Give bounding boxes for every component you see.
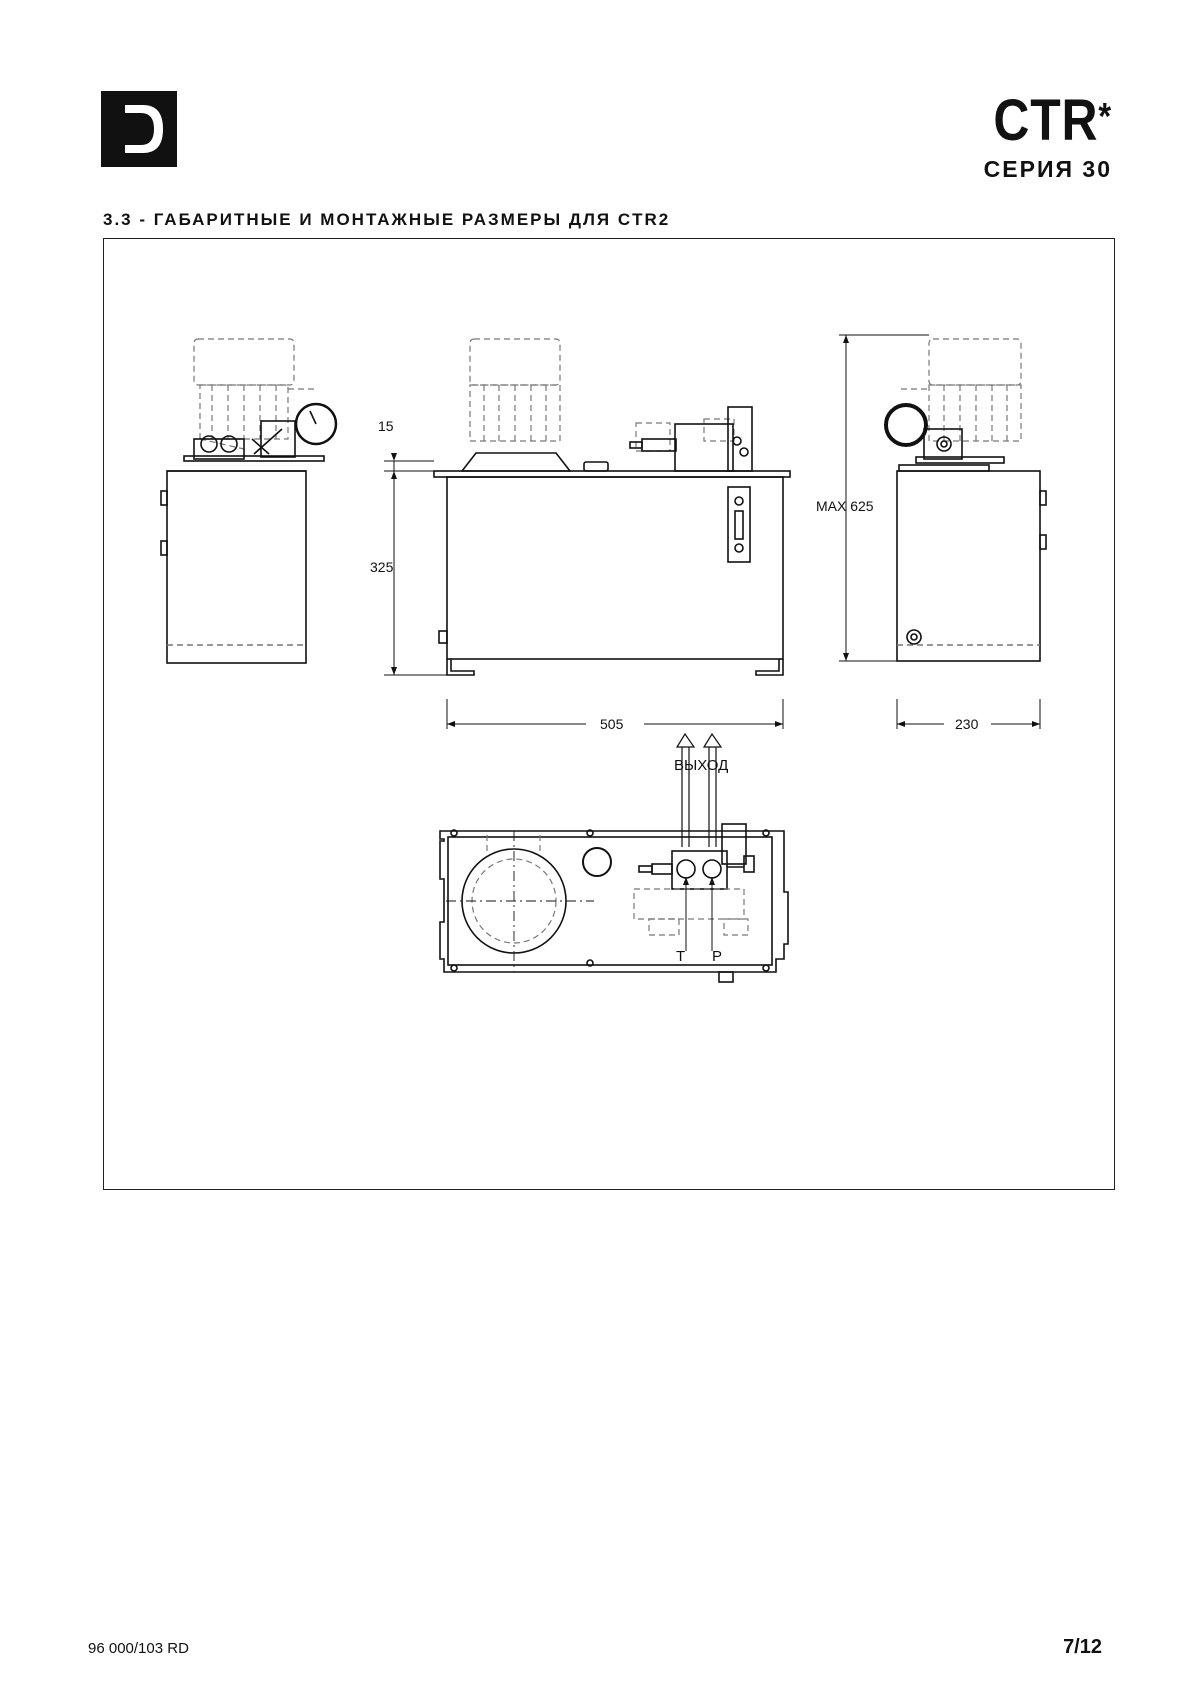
section-title: 3.3 - ГАБАРИТНЫЕ И МОНТАЖНЫЕ РАЗМЕРЫ ДЛЯ… [103,210,671,229]
duplomatic-logo [101,91,177,167]
side-view-right [839,334,1047,729]
side-view-left [160,338,338,664]
star-mark: * [1098,96,1112,138]
dim-505: 505 [600,716,624,732]
top-view [439,732,789,983]
page-number: 7/12 [1063,1636,1102,1658]
product-series: СЕРИЯ 30 [983,156,1112,182]
product-header: CTR* СЕРИЯ 30 [974,92,1112,183]
port-t-label: T [676,948,685,965]
product-title: CTR* [993,88,1112,153]
port-p-label: P [712,948,722,965]
technical-drawing: 15 325 505 MAX 625 230 ВЫХОД T P [103,238,1115,1190]
dim-325: 325 [370,559,394,575]
dim-230: 230 [955,716,979,732]
document-code: 96 000/103 RD [88,1640,189,1657]
dim-15: 15 [378,418,394,434]
front-view [384,338,791,729]
dim-max625: MAX 625 [816,498,874,514]
outlet-label: ВЫХОД [674,757,728,774]
